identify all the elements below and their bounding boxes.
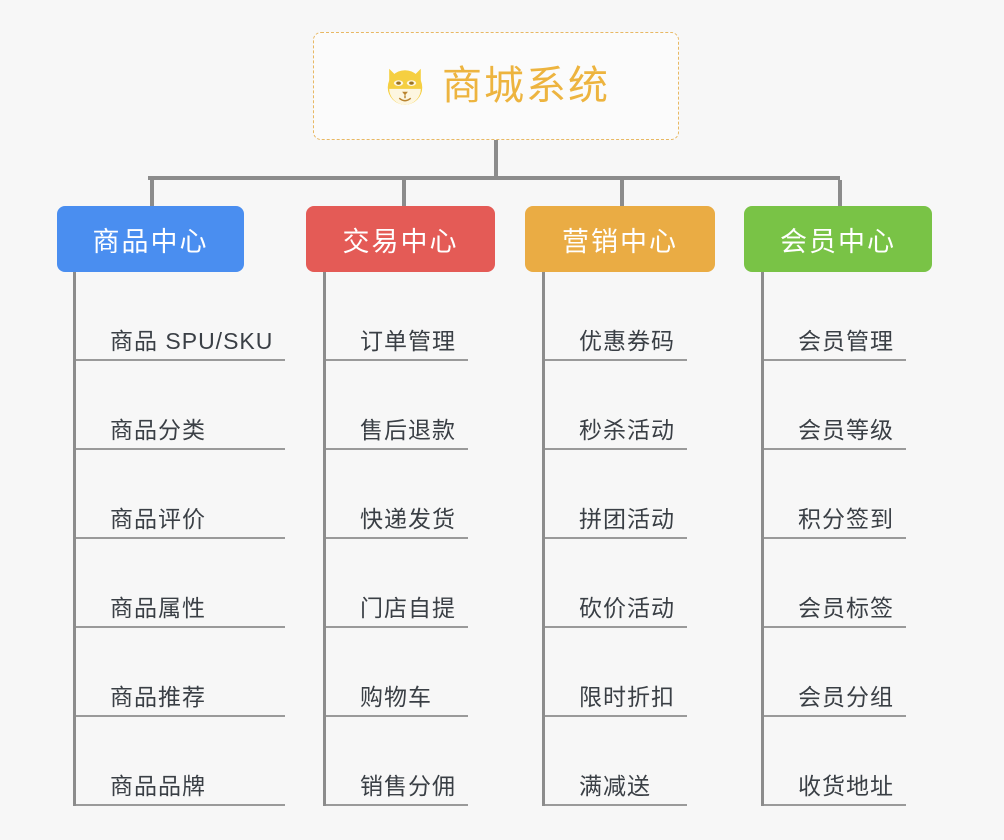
leaf-label: 快递发货 [360, 505, 456, 532]
list-item[interactable]: 销售分佣 [326, 717, 468, 806]
list-item[interactable]: 购物车 [326, 628, 468, 717]
list-item[interactable]: 砍价活动 [545, 539, 687, 628]
list-item[interactable]: 商品品牌 [76, 717, 286, 806]
leaf-label: 拼团活动 [579, 505, 675, 532]
leaf-label: 优惠券码 [579, 327, 675, 354]
branch-connector-drop [620, 180, 624, 206]
list-item[interactable]: 拼团活动 [545, 450, 687, 539]
branch-header-label: 会员中心 [780, 226, 896, 257]
leaf-label: 会员等级 [798, 416, 894, 443]
list-item[interactable]: 快递发货 [326, 450, 468, 539]
branch-header-label: 交易中心 [342, 226, 459, 257]
list-item[interactable]: 商品属性 [76, 539, 286, 628]
leaf-label: 会员标签 [798, 594, 894, 621]
leaf-label: 商品属性 [110, 594, 206, 621]
branch-header-label: 商品中心 [92, 226, 209, 257]
list-item[interactable]: 会员等级 [764, 361, 906, 450]
branch-header-营销中心[interactable]: 营销中心 [525, 206, 715, 272]
list-item[interactable]: 优惠券码 [545, 272, 687, 361]
leaf-label: 商品分类 [110, 416, 206, 443]
leaf-list: 会员管理 会员等级 积分签到 会员标签 会员分组 收货地址 [761, 272, 906, 806]
branch-header-交易中心[interactable]: 交易中心 [306, 206, 495, 272]
list-item[interactable]: 商品评价 [76, 450, 286, 539]
list-item[interactable]: 满减送 [545, 717, 687, 806]
leaf-label: 收货地址 [798, 772, 894, 799]
leaf-label: 门店自提 [360, 594, 456, 621]
list-item[interactable]: 商品 SPU/SKU [76, 272, 286, 361]
leaf-label: 会员分组 [798, 683, 894, 710]
leaf-label: 砍价活动 [579, 594, 675, 621]
list-item[interactable]: 收货地址 [764, 717, 906, 806]
list-item[interactable]: 秒杀活动 [545, 361, 687, 450]
root-connector-vertical [494, 140, 498, 180]
leaf-label: 限时折扣 [579, 683, 675, 710]
list-item[interactable]: 商品分类 [76, 361, 286, 450]
leaf-list: 优惠券码 秒杀活动 拼团活动 砍价活动 限时折扣 满减送 [542, 272, 687, 806]
leaf-label: 商品评价 [110, 505, 206, 532]
branch-connector-horizontal [148, 176, 840, 180]
leaf-list: 商品 SPU/SKU 商品分类 商品评价 商品属性 商品推荐 商品品牌 [73, 272, 286, 806]
leaf-label: 订单管理 [360, 327, 456, 354]
list-item[interactable]: 限时折扣 [545, 628, 687, 717]
leaf-label: 销售分佣 [360, 772, 456, 799]
root-node[interactable]: 商城系统 [313, 32, 679, 140]
leaf-label: 商品 SPU/SKU [110, 327, 274, 354]
list-item[interactable]: 会员标签 [764, 539, 906, 628]
list-item[interactable]: 积分签到 [764, 450, 906, 539]
branch-header-会员中心[interactable]: 会员中心 [744, 206, 932, 272]
shiba-dog-emoji [382, 63, 428, 109]
list-item[interactable]: 会员分组 [764, 628, 906, 717]
root-title: 商城系统 [442, 64, 610, 108]
leaf-label: 会员管理 [798, 327, 894, 354]
leaf-list: 订单管理 售后退款 快递发货 门店自提 购物车 销售分佣 [323, 272, 468, 806]
leaf-label: 商品品牌 [110, 772, 206, 799]
branch-connector-drop [402, 180, 406, 206]
list-item[interactable]: 门店自提 [326, 539, 468, 628]
leaf-label: 售后退款 [360, 416, 456, 443]
leaf-label: 积分签到 [798, 505, 894, 532]
branch-header-商品中心[interactable]: 商品中心 [57, 206, 244, 272]
leaf-label: 满减送 [579, 772, 651, 799]
list-item[interactable]: 订单管理 [326, 272, 468, 361]
branch-connector-drop [838, 180, 842, 206]
leaf-label: 商品推荐 [110, 683, 206, 710]
leaf-label: 秒杀活动 [579, 416, 675, 443]
list-item[interactable]: 商品推荐 [76, 628, 286, 717]
list-item[interactable]: 售后退款 [326, 361, 468, 450]
branch-connector-drop [150, 180, 154, 206]
branch-header-label: 营销中心 [562, 226, 678, 257]
list-item[interactable]: 会员管理 [764, 272, 906, 361]
leaf-label: 购物车 [360, 683, 432, 710]
